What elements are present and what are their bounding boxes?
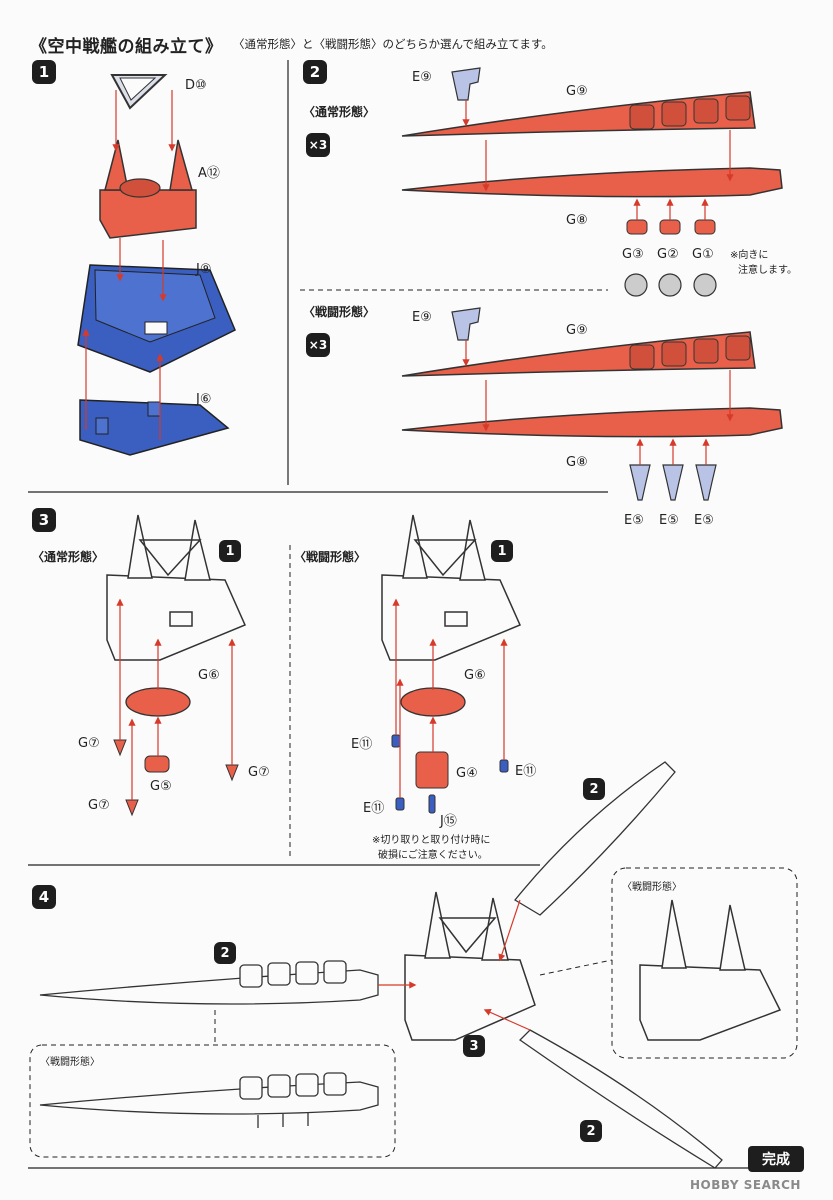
label-g2: G② [657, 247, 679, 262]
hobby-search-watermark: HOBBY SEARCH [690, 1178, 801, 1192]
ref-step1-battle: 1 [491, 540, 513, 562]
part-g7-a [113, 739, 127, 757]
step2-normal-parts [401, 67, 783, 297]
step1-parts [77, 74, 236, 456]
inset-leader-right [539, 959, 613, 976]
note-orientation-1: ※向きに [730, 250, 769, 261]
part-g7-b [125, 799, 139, 817]
ref-step2-lower: 2 [580, 1120, 602, 1142]
label-g3: G③ [622, 247, 644, 262]
part-e11-c [499, 759, 509, 773]
part-g7-c [225, 764, 239, 782]
step4-upper-ship [514, 761, 676, 916]
step3-battle-stand [381, 514, 521, 661]
parts-e5 [629, 464, 717, 501]
label-g7-a: G⑦ [78, 736, 100, 751]
parts-g3-g2-g1 [626, 219, 716, 235]
label-d10: D⑩ [185, 78, 207, 93]
complete-badge: 完成 [748, 1146, 804, 1172]
part-j15 [428, 794, 436, 814]
mode-normal-step2: 〈通常形態〉 [303, 105, 376, 119]
step3-battle-parts [391, 687, 509, 814]
label-g5: G⑤ [150, 779, 172, 794]
step4-center-stand [404, 891, 536, 1041]
step2-battle-parts [401, 307, 783, 501]
part-g6-normal [125, 687, 191, 717]
note-damage-2: 破損にご注意ください。 [378, 850, 488, 861]
ref-step1-normal: 1 [219, 540, 241, 562]
part-a12 [99, 189, 197, 239]
part-g5 [144, 755, 170, 773]
note-damage-1: ※切り取りと取り付け時に [372, 835, 491, 846]
page-subtitle: 〈通常形態〉と〈戦闘形態〉のどちらか選んで組み立てます。 [233, 37, 553, 51]
step-4-badge: 4 [32, 885, 56, 909]
page-title: 《空中戦艦の組み立て》 [30, 37, 223, 57]
label-g6-battle: G⑥ [464, 668, 486, 683]
step-1-badge: 1 [32, 60, 56, 84]
label-a12: A⑫ [198, 166, 220, 181]
ref-step2-left: 2 [214, 942, 236, 964]
step3-normal-arrows [116, 598, 236, 800]
label-j6: J⑥ [196, 392, 212, 407]
label-j9: J⑨ [196, 262, 212, 277]
label-e9-normal: E⑨ [412, 70, 432, 85]
section-dividers [28, 60, 800, 1169]
battle-inset-frame [611, 867, 798, 1059]
step1-arrows [82, 90, 176, 440]
multiplier-battle: ×3 [306, 333, 330, 357]
multiplier-normal: ×3 [306, 133, 330, 157]
label-g7-b: G⑦ [88, 798, 110, 813]
mode-battle-inset: 〈戦闘形態〉 [622, 882, 682, 893]
step3-normal-stand [106, 514, 246, 661]
mode-battle-step2: 〈戦闘形態〉 [303, 305, 376, 319]
step-2-badge: 2 [303, 60, 327, 84]
label-e5-a: E⑤ [624, 513, 644, 528]
part-g4 [415, 751, 449, 789]
step3-battle-arrows [392, 598, 508, 798]
label-e9-battle: E⑨ [412, 310, 432, 325]
ref-step3: 3 [463, 1035, 485, 1057]
label-g1: G① [692, 247, 714, 262]
note-orientation-2: 注意します。 [738, 265, 797, 276]
part-e11-b [395, 797, 405, 811]
label-e11-a: E⑪ [351, 737, 373, 752]
mode-battle-step3: 〈戦闘形態〉 [294, 550, 367, 564]
part-g6-battle [400, 687, 466, 717]
part-e11-a [391, 734, 401, 748]
inset-battle-stand [639, 899, 782, 1041]
step2-battle-arrows [462, 340, 734, 465]
step4-arrows [378, 899, 531, 1031]
step4-ship-battle [39, 1072, 379, 1128]
label-e5-c: E⑤ [694, 513, 714, 528]
part-g8-battle [401, 407, 783, 438]
part-e9-normal [451, 67, 481, 101]
label-e11-c: E⑪ [515, 764, 537, 779]
label-g8-battle: G⑧ [566, 455, 588, 470]
part-g8-normal [401, 167, 783, 198]
label-g9-normal: G⑨ [566, 84, 588, 99]
label-g6-normal: G⑥ [198, 668, 220, 683]
part-e9-battle [451, 307, 481, 341]
orientation-circles [624, 273, 717, 297]
dashed-dividers [29, 289, 798, 1158]
part-j6 [79, 399, 230, 456]
step-3-badge: 3 [32, 508, 56, 532]
mode-battle-ship-inset: 〈戦闘形態〉 [40, 1057, 100, 1068]
label-g9-battle: G⑨ [566, 323, 588, 338]
label-g8-normal: G⑧ [566, 213, 588, 228]
label-e5-b: E⑤ [659, 513, 679, 528]
label-j15: J⑮ [440, 814, 457, 829]
ref-step2-upper: 2 [583, 778, 605, 800]
label-e11-b: E⑪ [363, 801, 385, 816]
label-g7-c: G⑦ [248, 765, 270, 780]
label-g4: G④ [456, 766, 478, 781]
step2-normal-arrows [462, 100, 734, 220]
step4-ship-normal [39, 960, 379, 1005]
mode-normal-step3: 〈通常形態〉 [32, 550, 105, 564]
step4-lower-ship [518, 1029, 723, 1169]
step3-normal-parts [113, 687, 239, 817]
